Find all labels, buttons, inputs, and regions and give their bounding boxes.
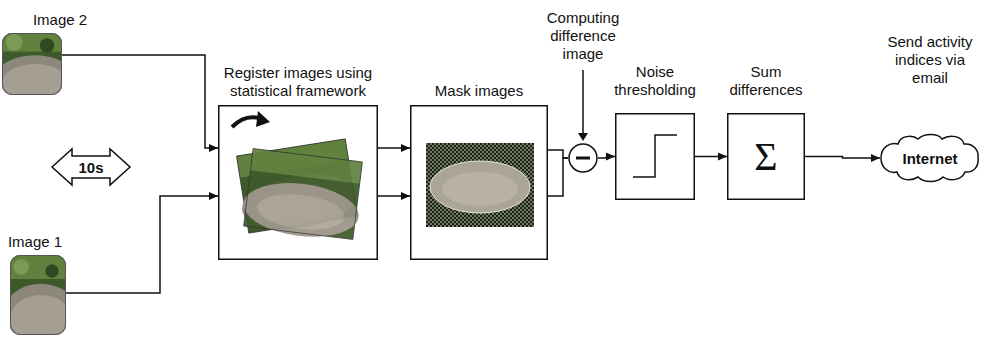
leader-line bbox=[582, 70, 584, 134]
connector bbox=[548, 150, 568, 158]
image-thumbnail: Image 2 bbox=[2, 33, 62, 95]
process-box: Noise thresholding bbox=[615, 113, 695, 200]
node-heading: Sum differences bbox=[714, 63, 818, 99]
image-thumbnail: Image 1 bbox=[10, 255, 66, 335]
circle-shape bbox=[568, 143, 598, 173]
connector bbox=[378, 147, 410, 149]
inner-text-holder: Internet bbox=[880, 133, 980, 183]
mask-shape bbox=[410, 105, 548, 260]
connector bbox=[598, 157, 615, 159]
process-box: Mask images bbox=[410, 105, 548, 260]
node-heading: Image 2 bbox=[20, 11, 100, 29]
connector bbox=[378, 195, 410, 197]
connector bbox=[695, 156, 727, 158]
node-heading: Register images using statistical framew… bbox=[223, 64, 373, 100]
interval-label: 10s bbox=[78, 159, 103, 176]
node-heading: Computing difference image bbox=[537, 9, 629, 63]
connector bbox=[66, 196, 218, 293]
node-text: Σ bbox=[754, 133, 777, 180]
connector bbox=[548, 158, 568, 196]
node-heading: Send activity indices via email bbox=[880, 33, 980, 87]
inner-text-holder: Σ bbox=[727, 113, 805, 200]
process-box: Sum differencesΣ bbox=[727, 113, 805, 200]
node-heading: Mask images bbox=[409, 82, 549, 100]
thumb1-shape bbox=[10, 255, 66, 335]
internet-cloud: Send activity indices via emailInternet bbox=[880, 133, 980, 183]
thumb2-shape bbox=[2, 33, 62, 95]
node-heading: Image 1 bbox=[0, 233, 75, 251]
node-heading: Noise thresholding bbox=[599, 63, 711, 99]
leader-arrowhead bbox=[578, 133, 588, 141]
connector bbox=[805, 157, 880, 159]
subtract-node: Computing difference image bbox=[568, 143, 598, 173]
process-box: Register images using statistical framew… bbox=[218, 105, 378, 260]
node-text: Internet bbox=[902, 150, 957, 167]
double-arrow bbox=[52, 149, 130, 185]
connector bbox=[62, 55, 218, 148]
step-shape bbox=[615, 113, 695, 200]
register-shape bbox=[218, 105, 378, 260]
